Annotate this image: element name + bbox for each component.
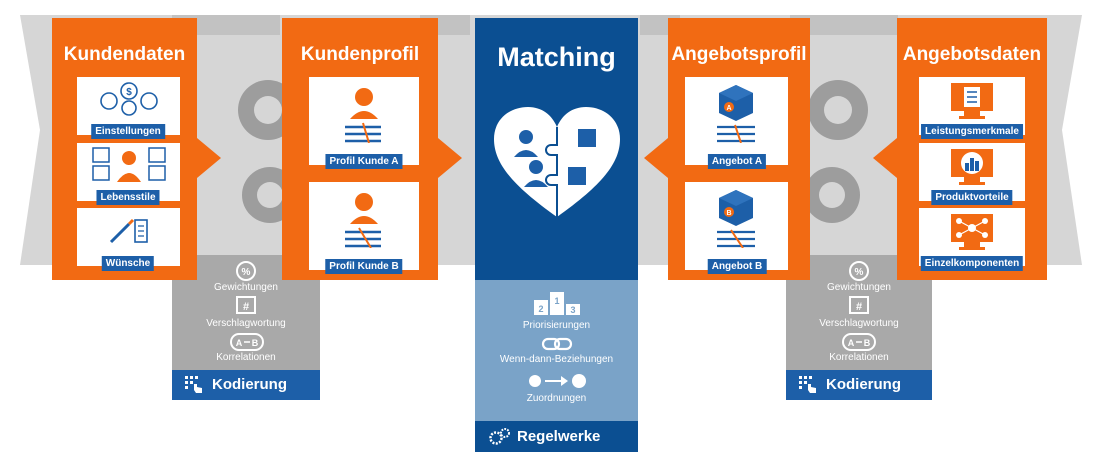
svg-text:#: # (243, 301, 249, 313)
touch-keypad-icon (185, 376, 202, 393)
offer-card-a: A (685, 77, 788, 165)
customer-data-panel: Kundendaten $ Einstellungen Lebensstile (52, 18, 221, 280)
offer-profile-title: Angebotsprofil (671, 44, 807, 65)
svg-text:1: 1 (554, 296, 559, 306)
rules-footer: Regelwerke (475, 421, 638, 452)
arrow-left-pointer (873, 138, 897, 178)
offer-data-title: Angebotsdaten (902, 44, 1042, 65)
matching-column: Matching 2 1 3 Priorisierungen Wenn-dann… (475, 18, 638, 452)
arrow-right-pointer (438, 138, 462, 178)
customer-profile-title: Kundenprofil (300, 44, 420, 65)
bar-chart-monitor-icon (951, 149, 993, 185)
checklist-monitor-icon (951, 83, 993, 119)
svg-text:A: A (848, 338, 855, 348)
svg-text:B: B (864, 338, 871, 348)
caption-profile-b: Profil Kunde B (325, 259, 403, 274)
assignment-arrow-icon (529, 374, 586, 388)
svg-text:%: % (855, 267, 864, 278)
gears-icon (489, 428, 510, 445)
preferences-icon: $ (100, 82, 158, 116)
right-coding-footer: Kodierung (786, 370, 932, 400)
matching-header: Matching (475, 18, 638, 280)
hashtag-icon: # (849, 296, 869, 314)
percent-icon: % (236, 261, 256, 281)
svg-text:A: A (236, 338, 243, 348)
arrow-right-pointer (197, 138, 221, 178)
customer-profile-panel: Kundenprofil Profil Kunde A Profil Kunde… (282, 18, 462, 280)
caption-features: Leistungsmerkmale (921, 124, 1023, 139)
caption-wishes: Wünsche (101, 256, 155, 271)
offer-profile-panel: Angebotsprofil A Angebot A B Angebot B (644, 18, 810, 280)
coding-label-weights: Gewichtungen (827, 282, 891, 293)
caption-preferences: Einstellungen (91, 124, 165, 139)
arrow-left-pointer (644, 138, 668, 178)
caption-offer-b: Angebot B (707, 259, 767, 274)
rules-footer-label: Regelwerke (517, 428, 601, 445)
lifestyle-icon (92, 147, 166, 182)
offer-card-b: B (685, 182, 788, 270)
correlation-icon: A B (230, 333, 264, 351)
coding-label-tagging: Verschlagwortung (206, 318, 286, 329)
percent-icon: % (849, 261, 869, 281)
gear-icon (238, 80, 868, 223)
coding-label-correlations: Korrelationen (216, 352, 276, 363)
offer-data-panel: Angebotsdaten Leistungsmerkmale Produktv… (873, 18, 1047, 280)
offer-data-card-benefits (919, 143, 1025, 201)
rule-label-if-then: Wenn-dann-Beziehungen (499, 354, 614, 365)
caption-components: Einzelkomponenten (920, 256, 1024, 271)
svg-text:$: $ (126, 87, 132, 98)
profile-card-b (309, 182, 419, 270)
profile-card-a (309, 77, 419, 165)
touch-keypad-icon (799, 376, 816, 393)
podium-icon: 2 1 3 (534, 292, 580, 315)
coding-label-correlations: Korrelationen (829, 352, 889, 363)
coding-label-weights: Gewichtungen (214, 282, 278, 293)
svg-text:2: 2 (538, 304, 543, 314)
wishes-icon (109, 218, 148, 244)
correlation-icon: A B (842, 333, 876, 351)
hashtag-icon: # (236, 296, 256, 314)
coding-label-tagging: Verschlagwortung (819, 318, 899, 329)
svg-text:B: B (726, 210, 731, 217)
svg-text:3: 3 (570, 305, 575, 315)
matching-title: Matching (497, 42, 616, 72)
left-coding-footer: Kodierung (172, 370, 320, 400)
right-coding-footer-label: Kodierung (826, 376, 901, 393)
svg-text:#: # (856, 301, 862, 313)
customer-data-title: Kundendaten (63, 44, 186, 65)
male-profile-icon (345, 193, 381, 248)
female-profile-icon (345, 88, 381, 143)
caption-benefits: Produktvorteile (931, 190, 1013, 205)
network-monitor-icon (951, 214, 993, 250)
caption-profile-a: Profil Kunde A (325, 154, 403, 169)
svg-text:%: % (242, 267, 251, 278)
heart-puzzle-icon (494, 107, 620, 217)
svg-text:B: B (252, 338, 259, 348)
chain-link-icon (541, 337, 573, 351)
left-coding-footer-label: Kodierung (212, 376, 287, 393)
rule-label-priorities: Priorisierungen (522, 320, 591, 331)
rule-label-assignments: Zuordnungen (526, 393, 587, 404)
caption-lifestyles: Lebensstile (96, 190, 160, 205)
caption-offer-a: Angebot A (707, 154, 767, 169)
svg-text:A: A (726, 105, 731, 112)
box-b-icon: B (717, 190, 755, 248)
box-a-icon: A (717, 85, 755, 143)
